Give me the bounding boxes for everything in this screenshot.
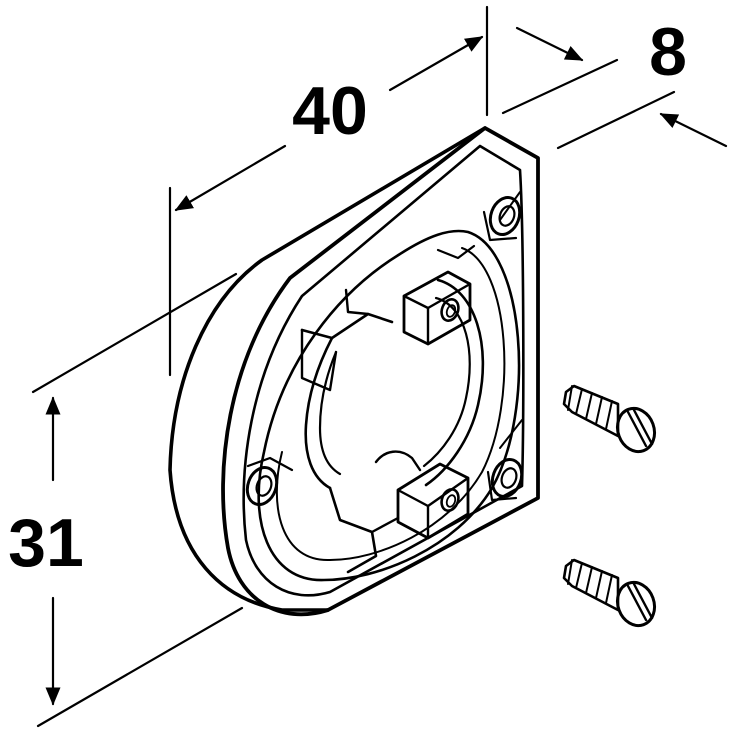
dimension-width-label: 40 [292, 73, 368, 149]
dimension-depth-label: 8 [649, 14, 687, 90]
bayonet-ring [424, 278, 485, 487]
upper-nut-boss [402, 244, 476, 346]
dimension-depth: 8 [501, 14, 728, 150]
corner-hole-bottom-right [486, 458, 524, 502]
mounting-plate [168, 126, 540, 617]
corner-hole-left [245, 456, 294, 506]
lower-nut-boss [374, 450, 470, 540]
dimension-height: 31 [8, 272, 244, 728]
plate-front-face [221, 126, 540, 617]
dimension-width: 40 [168, 5, 489, 377]
screw-lower [562, 558, 657, 628]
plate-inner-recess [257, 229, 521, 582]
dimension-height-label: 31 [8, 505, 84, 581]
screw-upper [562, 384, 657, 454]
